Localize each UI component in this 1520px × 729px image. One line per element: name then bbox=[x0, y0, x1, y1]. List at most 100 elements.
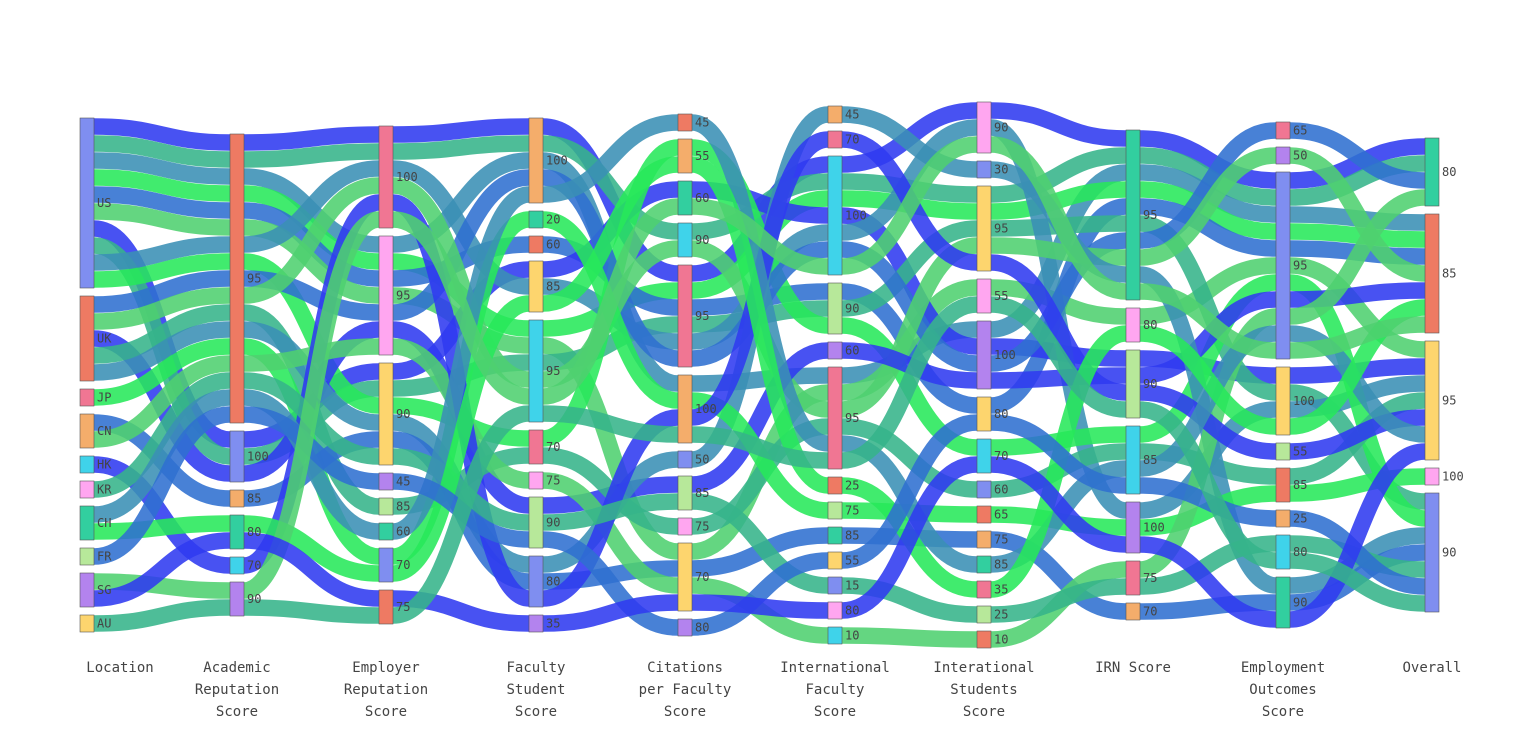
sankey-node[interactable] bbox=[378, 547, 394, 583]
sankey-link[interactable] bbox=[690, 114, 830, 452]
sankey-link[interactable] bbox=[542, 472, 679, 594]
sankey-link[interactable] bbox=[1139, 283, 1277, 359]
sankey-node[interactable] bbox=[976, 530, 992, 549]
sankey-node[interactable] bbox=[1125, 560, 1141, 596]
sankey-node[interactable] bbox=[378, 235, 394, 356]
sankey-node[interactable] bbox=[677, 517, 693, 536]
sankey-node[interactable] bbox=[1275, 534, 1291, 570]
sankey-node[interactable] bbox=[378, 472, 394, 491]
sankey-link[interactable] bbox=[243, 219, 380, 304]
sankey-link[interactable] bbox=[691, 552, 829, 636]
sankey-link[interactable] bbox=[243, 599, 380, 624]
sankey-link[interactable] bbox=[542, 493, 679, 531]
sankey-link[interactable] bbox=[392, 135, 530, 160]
sankey-link[interactable] bbox=[93, 406, 231, 565]
sankey-link[interactable] bbox=[990, 232, 1127, 372]
sankey-link[interactable] bbox=[243, 515, 380, 582]
sankey-node[interactable] bbox=[976, 580, 992, 599]
sankey-link[interactable] bbox=[1289, 443, 1426, 628]
sankey-node[interactable] bbox=[827, 601, 843, 620]
sankey-link[interactable] bbox=[93, 515, 231, 540]
sankey-node[interactable] bbox=[976, 160, 992, 179]
sankey-node[interactable] bbox=[827, 282, 843, 335]
sankey-node[interactable] bbox=[1275, 576, 1291, 629]
sankey-link[interactable] bbox=[542, 405, 679, 443]
sankey-link[interactable] bbox=[1139, 325, 1277, 435]
sankey-node[interactable] bbox=[1275, 366, 1291, 436]
sankey-link[interactable] bbox=[93, 372, 231, 498]
sankey-node[interactable] bbox=[528, 117, 544, 204]
sankey-node[interactable] bbox=[677, 180, 693, 216]
sankey-link[interactable] bbox=[1139, 536, 1277, 628]
sankey-link[interactable] bbox=[541, 198, 680, 405]
sankey-link[interactable] bbox=[1139, 274, 1277, 443]
sankey-link[interactable] bbox=[990, 237, 1127, 266]
sankey-node[interactable] bbox=[79, 413, 95, 449]
sankey-node[interactable] bbox=[677, 264, 693, 368]
sankey-node[interactable] bbox=[677, 542, 693, 612]
sankey-link[interactable] bbox=[990, 102, 1127, 147]
sankey-link[interactable] bbox=[841, 119, 978, 241]
sankey-link[interactable] bbox=[542, 316, 679, 371]
sankey-link[interactable] bbox=[93, 338, 231, 406]
sankey-node[interactable] bbox=[378, 125, 394, 229]
sankey-node[interactable] bbox=[229, 514, 245, 550]
sankey-link[interactable] bbox=[1139, 594, 1277, 620]
sankey-link[interactable] bbox=[542, 594, 679, 632]
sankey-link[interactable] bbox=[93, 118, 231, 151]
sankey-link[interactable] bbox=[93, 456, 231, 574]
sankey-node[interactable] bbox=[229, 556, 245, 575]
sankey-node[interactable] bbox=[976, 396, 992, 432]
sankey-link[interactable] bbox=[93, 135, 231, 168]
sankey-link[interactable] bbox=[1289, 122, 1426, 189]
sankey-link[interactable] bbox=[93, 287, 231, 330]
sankey-link[interactable] bbox=[93, 532, 231, 607]
sankey-link[interactable] bbox=[392, 118, 530, 143]
sankey-link[interactable] bbox=[243, 143, 380, 168]
sankey-link[interactable] bbox=[1289, 316, 1426, 359]
sankey-link[interactable] bbox=[391, 186, 531, 540]
sankey-node[interactable] bbox=[1275, 171, 1291, 360]
sankey-node[interactable] bbox=[827, 476, 843, 495]
sankey-node[interactable] bbox=[976, 320, 992, 390]
sankey-link[interactable] bbox=[990, 456, 1127, 553]
sankey-link[interactable] bbox=[391, 405, 531, 624]
sankey-link[interactable] bbox=[1289, 189, 1426, 325]
sankey-node[interactable] bbox=[827, 526, 843, 545]
sankey-node[interactable] bbox=[528, 471, 544, 490]
sankey-node[interactable] bbox=[976, 185, 992, 272]
sankey-link[interactable] bbox=[391, 177, 531, 388]
sankey-link[interactable] bbox=[1289, 147, 1426, 282]
sankey-link[interactable] bbox=[1139, 130, 1277, 189]
sankey-link[interactable] bbox=[391, 211, 531, 405]
sankey-link[interactable] bbox=[990, 296, 1127, 418]
sankey-link[interactable] bbox=[93, 253, 231, 288]
sankey-link[interactable] bbox=[93, 152, 231, 185]
sankey-node[interactable] bbox=[976, 555, 992, 574]
sankey-link[interactable] bbox=[93, 389, 231, 523]
sankey-node[interactable] bbox=[677, 222, 693, 258]
sankey-node[interactable] bbox=[378, 522, 394, 541]
sankey-node[interactable] bbox=[827, 626, 843, 645]
sankey-node[interactable] bbox=[827, 130, 843, 149]
sankey-link[interactable] bbox=[392, 152, 530, 253]
sankey-link[interactable] bbox=[841, 220, 978, 317]
sankey-link[interactable] bbox=[542, 114, 679, 203]
sankey-node[interactable] bbox=[528, 235, 544, 254]
sankey-node[interactable] bbox=[528, 555, 544, 608]
sankey-node[interactable] bbox=[1424, 492, 1440, 613]
sankey-node[interactable] bbox=[528, 319, 544, 423]
sankey-link[interactable] bbox=[93, 321, 231, 381]
sankey-node[interactable] bbox=[229, 430, 245, 483]
sankey-link[interactable] bbox=[690, 156, 830, 494]
sankey-link[interactable] bbox=[691, 426, 829, 469]
sankey-node[interactable] bbox=[976, 101, 992, 154]
sankey-node[interactable] bbox=[79, 455, 95, 474]
sankey-node[interactable] bbox=[1125, 425, 1141, 495]
sankey-link[interactable] bbox=[691, 342, 829, 493]
sankey-link[interactable] bbox=[1139, 147, 1277, 266]
sankey-link[interactable] bbox=[93, 169, 231, 202]
sankey-node[interactable] bbox=[378, 589, 394, 625]
sankey-link[interactable] bbox=[93, 304, 231, 364]
sankey-node[interactable] bbox=[79, 117, 95, 289]
